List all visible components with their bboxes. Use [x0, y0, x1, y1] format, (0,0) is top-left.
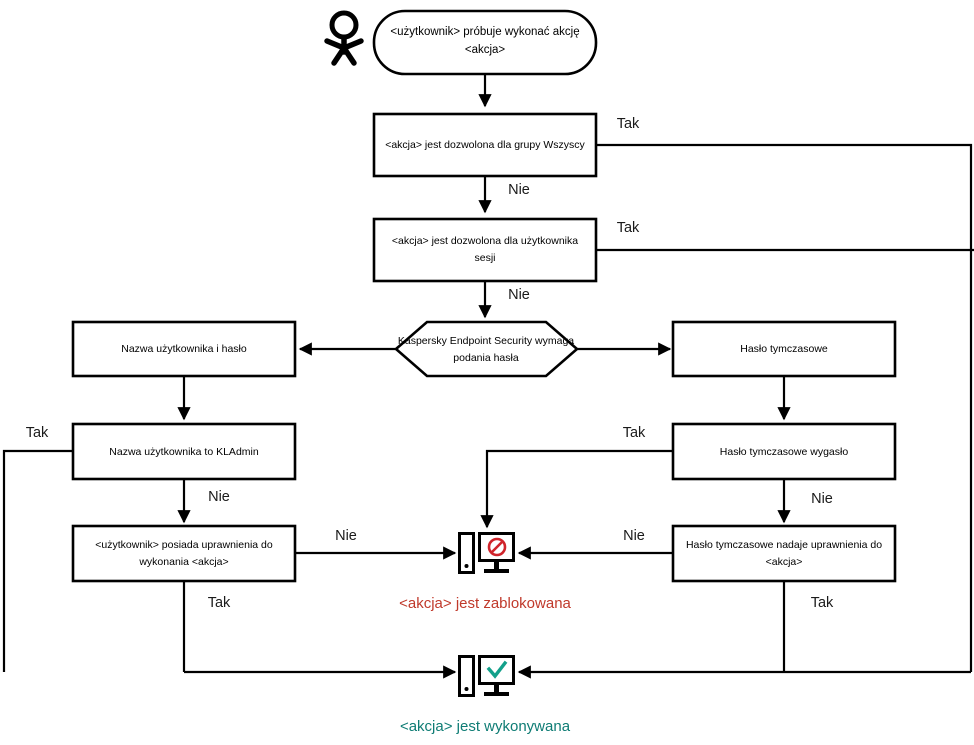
edge-label-kladmin-no: Nie — [208, 489, 230, 505]
edge-label-everyone-yes: Tak — [617, 116, 640, 132]
node-temp-password-grants-line1: Hasło tymczasowe nadaje uprawnienia do — [686, 539, 882, 551]
edge-label-everyone-no: Nie — [508, 182, 530, 198]
node-allowed-session-line2: sesji — [474, 252, 495, 264]
node-temp-password-grants: Hasło tymczasowe nadaje uprawnienia do <… — [671, 524, 897, 583]
user-actor-icon — [324, 10, 364, 66]
node-username-password: Nazwa użytkownika i hasło — [71, 320, 297, 378]
node-is-kladmin-label: Nazwa użytkownika to KLAdmin — [109, 446, 259, 458]
node-requires-password-line2: podania hasła — [453, 352, 519, 364]
edge-label-session-yes: Tak — [617, 220, 640, 236]
node-allowed-session-line1: <akcja> jest dozwolona dla użytkownika — [392, 235, 578, 247]
edge-label-permission-no: Nie — [335, 528, 357, 544]
edge-label-kladmin-yes: Tak — [26, 425, 49, 441]
node-temp-password-grants-line2: <akcja> — [766, 556, 803, 568]
node-start: <użytkownik> próbuje wykonać akcję <akcj… — [372, 9, 598, 76]
edge-expired-yes — [480, 449, 673, 529]
edge-label-expired-yes: Tak — [623, 425, 646, 441]
caption-allowed: <akcja> jest wykonywana — [400, 718, 571, 735]
node-allowed-everyone: <akcja> jest dozwolona dla grupy Wszyscy — [372, 112, 598, 178]
edge-label-expired-no: Nie — [811, 491, 833, 507]
node-requires-password: Kaspersky Endpoint Security wymaga podan… — [394, 320, 579, 378]
node-allowed-session-user: <akcja> jest dozwolona dla użytkownika s… — [372, 217, 598, 283]
node-start-line1: <użytkownik> próbuje wykonać akcję — [390, 26, 579, 38]
computer-blocked-icon — [458, 532, 515, 574]
edge-label-grants-no: Nie — [623, 528, 645, 544]
edge-label-session-no: Nie — [508, 287, 530, 303]
node-user-has-permission-line1: <użytkownik> posiada uprawnienia do — [95, 539, 273, 551]
node-temp-password-expired-label: Hasło tymczasowe wygasło — [720, 446, 849, 458]
edge-label-grants-yes: Tak — [811, 595, 834, 611]
node-user-has-permission: <użytkownik> posiada uprawnienia do wyko… — [71, 524, 297, 583]
node-temp-password-label: Hasło tymczasowe — [740, 343, 828, 355]
edge-everyone-yes — [596, 143, 973, 672]
edge-kladmin-yes — [2, 449, 73, 672]
node-user-has-permission-line2: wykonania <akcja> — [138, 556, 228, 568]
node-is-kladmin: Nazwa użytkownika to KLAdmin — [71, 422, 297, 481]
node-start-line2: <akcja> — [465, 44, 506, 56]
computer-allowed-icon — [458, 655, 515, 697]
edge-label-permission-yes: Tak — [208, 595, 231, 611]
node-temp-password: Hasło tymczasowe — [671, 320, 897, 378]
node-username-password-label: Nazwa użytkownika i hasło — [121, 343, 247, 355]
caption-blocked: <akcja> jest zablokowana — [399, 595, 571, 612]
node-temp-password-expired: Hasło tymczasowe wygasło — [671, 422, 897, 481]
node-requires-password-line1: Kaspersky Endpoint Security wymaga — [398, 335, 574, 347]
node-allowed-everyone-label: <akcja> jest dozwolona dla grupy Wszyscy — [385, 139, 585, 151]
